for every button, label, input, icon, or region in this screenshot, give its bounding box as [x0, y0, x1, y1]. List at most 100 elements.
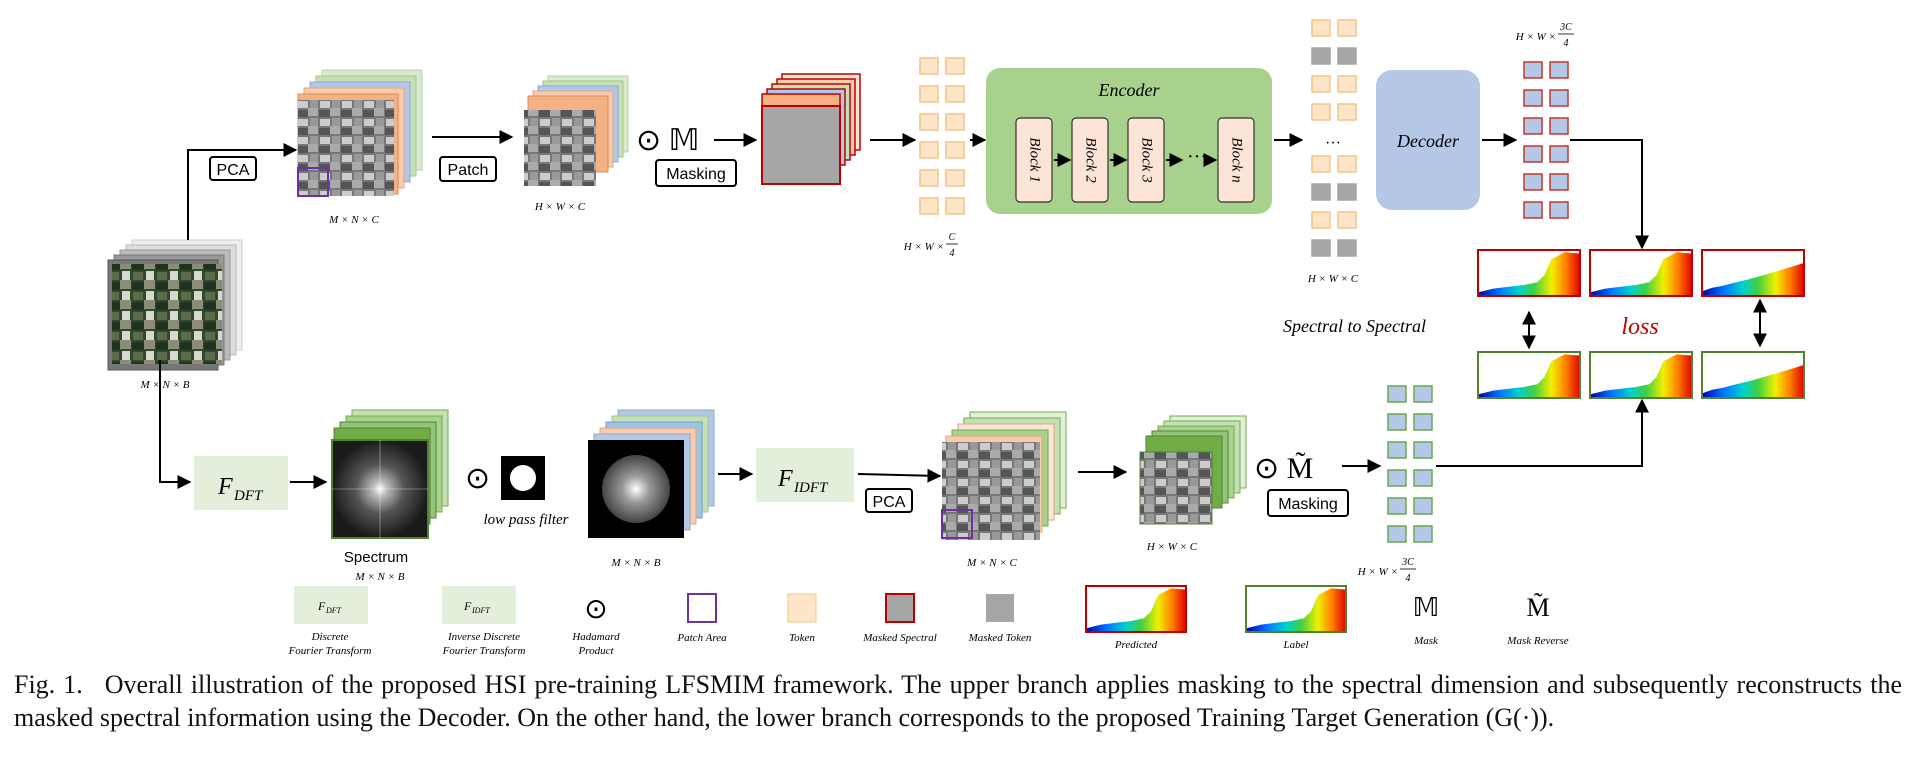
pca-box-lower — [865, 488, 913, 513]
token — [1337, 239, 1357, 257]
token — [1311, 155, 1331, 173]
hadamard-mask-reverse-symbol: ⊙ M̃ — [1254, 452, 1313, 485]
dim-patch-lower: H × W × C — [1146, 541, 1198, 553]
lowpass-label: low pass filter — [483, 512, 568, 528]
masking-label-lower: Masking — [1278, 496, 1338, 513]
dim-tokens-upper-num: C — [949, 232, 956, 243]
label-spectrum — [1589, 351, 1693, 399]
token-grid-predicted — [1523, 61, 1569, 219]
patch-cube — [524, 75, 629, 186]
pca-label-lower: PCA — [873, 494, 906, 511]
dim-patch: H × W × C — [534, 201, 586, 213]
legend-predicted-swatch — [1085, 585, 1187, 633]
lower-token — [1413, 525, 1433, 543]
predicted-token — [1523, 89, 1543, 107]
fdft-sub: DFT — [233, 488, 264, 504]
legend-fidft-title: F — [463, 599, 472, 613]
legend-hadamard-line2: Product — [577, 645, 614, 657]
token-grid-upper-input — [919, 57, 965, 215]
token — [1337, 183, 1357, 201]
label-spectrum — [1477, 351, 1581, 399]
lower-token — [1387, 441, 1407, 459]
dim-masked: H × W × C — [1307, 273, 1359, 285]
patch-box — [439, 156, 497, 182]
dim-pca: M × N × C — [328, 214, 379, 226]
legend-hadamard-line1: Hadamard — [571, 631, 620, 643]
legend-fidft-line2: Fourier Transform — [442, 645, 526, 657]
legend-hadamard-symbol: ⊙ — [584, 594, 607, 625]
pca-label-upper: PCA — [217, 162, 250, 179]
fdft-box — [194, 456, 288, 510]
masking-box-upper — [655, 159, 737, 187]
legend-masked-spectral-swatch — [885, 593, 915, 623]
token — [919, 141, 939, 159]
token — [945, 85, 965, 103]
legend-fidft-line1: Inverse Discrete — [447, 631, 520, 643]
legend: F DFT Discrete Fourier Transform F IDFT … — [288, 585, 1569, 657]
predicted-token — [1549, 173, 1569, 191]
encoder-title: Encoder — [1098, 80, 1161, 100]
token — [945, 113, 965, 131]
legend-label-swatch — [1245, 585, 1347, 633]
loss-label: loss — [1621, 314, 1658, 340]
fdft-main: F — [217, 474, 233, 500]
legend-token-swatch — [787, 593, 817, 623]
predicted-spectrum — [1477, 249, 1581, 297]
legend-fidft-sub: IDFT — [471, 606, 490, 615]
lower-token — [1413, 469, 1433, 487]
dim-pred-den: 4 — [1564, 38, 1569, 49]
label-spectrum — [1701, 351, 1805, 399]
legend-predicted-label: Predicted — [1114, 639, 1158, 651]
encoder-block-label: Block 2 — [1083, 137, 1099, 183]
predicted-token — [1523, 117, 1543, 135]
dim-tokens-upper: H × W × C 4 — [903, 232, 958, 259]
token — [919, 197, 939, 215]
fidft-sub: IDFT — [793, 480, 829, 496]
token — [1311, 19, 1331, 37]
lower-token — [1387, 385, 1407, 403]
patch-label: Patch — [448, 162, 489, 179]
encoder-block-2 — [1071, 117, 1109, 203]
encoder-block-label: Block 3 — [1139, 137, 1155, 182]
masked-spectral-cube — [761, 73, 861, 185]
decoder-label: Decoder — [1396, 131, 1460, 151]
token — [1337, 103, 1357, 121]
spectrum-label: Spectrum — [344, 549, 408, 566]
dim-pca-lower: M × N × C — [966, 557, 1017, 569]
encoder-block-3 — [1127, 117, 1165, 203]
input-hsi-cube — [107, 239, 243, 371]
token — [945, 197, 965, 215]
token — [1337, 19, 1357, 37]
predicted-token — [1523, 201, 1543, 219]
legend-fidft-swatch — [442, 586, 516, 624]
legend-fdft-title: F — [317, 599, 326, 613]
encoder-block-1 — [1015, 117, 1053, 203]
encoder-block-label: Block 1 — [1027, 137, 1043, 182]
encoder-ellipsis: ··· — [1187, 146, 1207, 168]
token — [919, 85, 939, 103]
dim-tokens-upper-base: H × W × — [903, 241, 944, 253]
token — [1337, 155, 1357, 173]
token — [919, 57, 939, 75]
masking-label-upper: Masking — [666, 166, 726, 183]
lower-token — [1413, 441, 1433, 459]
dim-spectrum: M × N × B — [354, 571, 404, 583]
lower-token — [1413, 497, 1433, 515]
legend-label-label: Label — [1282, 639, 1308, 651]
dim-tokens-lower: H × W × 3C 4 — [1357, 557, 1416, 584]
lower-token — [1387, 525, 1407, 543]
token — [1337, 75, 1357, 93]
predicted-spectrum — [1701, 249, 1805, 297]
dim-pred: H × W × 3C 4 — [1515, 22, 1574, 49]
fidft-main: F — [777, 466, 793, 492]
predicted-spectrum — [1589, 249, 1693, 297]
legend-token-label: Token — [789, 632, 815, 644]
token — [1311, 211, 1331, 229]
legend-predicted-plot — [1085, 585, 1187, 633]
token — [1311, 75, 1331, 93]
legend-patch-swatch — [687, 593, 717, 623]
masking-box-lower — [1267, 489, 1349, 517]
spectral-to-spectral-label: Spectral to Spectral — [1283, 316, 1426, 336]
dim-pred-num: 3C — [1559, 22, 1572, 33]
